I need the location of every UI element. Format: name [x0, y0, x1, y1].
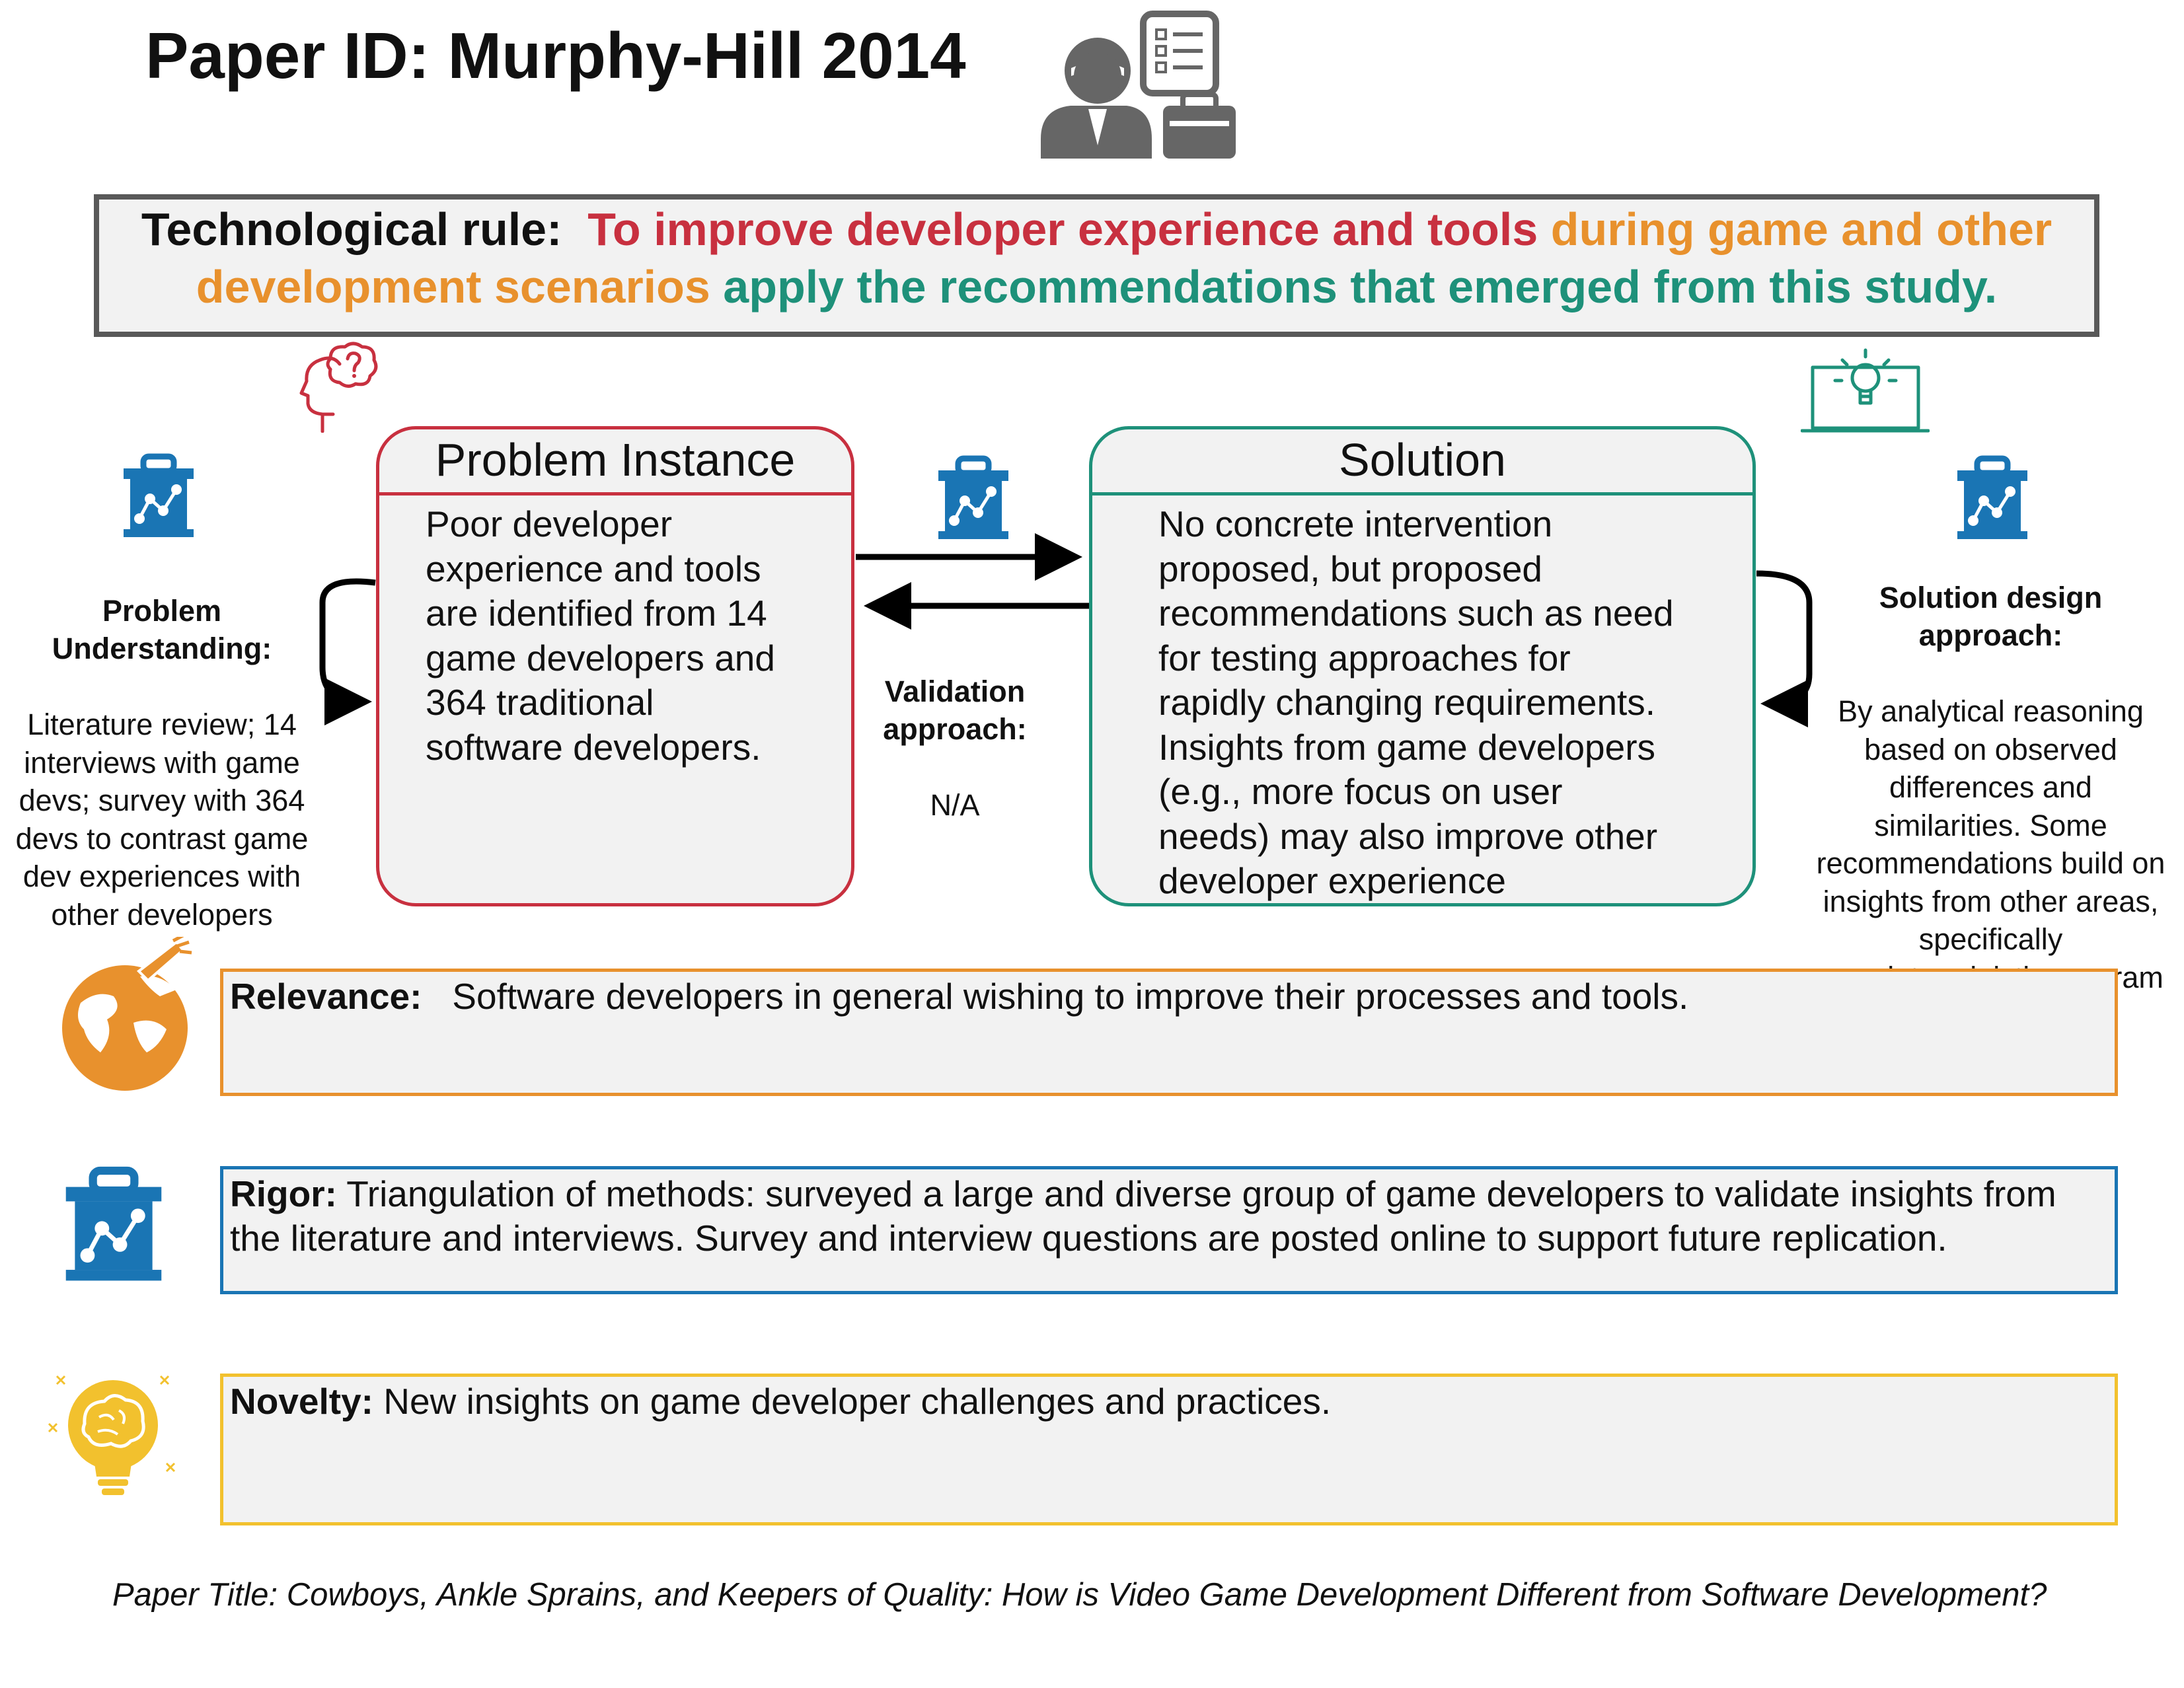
page-title: Paper ID: Murphy-Hill 2014 [145, 19, 966, 92]
paper-title: Paper Title: Cowboys, Ankle Sprains, and… [112, 1577, 2047, 1613]
problem-instance-box: Problem Instance Poor developer experien… [376, 426, 854, 906]
rigor-label: Rigor: [230, 1173, 337, 1214]
technological-rule-action: apply the recommendations that emerged f… [723, 261, 1998, 312]
globe-icon [62, 937, 192, 1091]
relevance-text: Software developers in general wishing t… [452, 976, 1689, 1017]
relevance-label: Relevance: [230, 976, 422, 1017]
problem-understanding: Problem Understanding: Literature review… [0, 554, 324, 934]
solution-loop-arrow [1756, 570, 1813, 727]
novelty-text: New insights on game developer challenge… [383, 1381, 1332, 1422]
relevance-box: Relevance: Software developers in genera… [220, 969, 2118, 1096]
validation-approach: Validation approach: N/A [862, 634, 1047, 825]
validation-label: Validation approach: [883, 674, 1027, 747]
toolbox-chart-icon [124, 453, 194, 537]
problem-understanding-label: Problem Understanding: [52, 593, 272, 666]
technological-rule-label: Technological rule: [141, 203, 562, 255]
technological-rule-box: Technological rule: To improve developer… [94, 194, 2099, 337]
solution-design-label: Solution design approach: [1879, 580, 2103, 653]
validation-text: N/A [930, 788, 980, 822]
brain-lightbulb-icon [48, 1375, 176, 1495]
toolbox-chart-icon [938, 455, 1008, 539]
rigor-text: Triangulation of methods: surveyed a lar… [230, 1173, 2056, 1259]
rigor-box: Rigor: Triangulation of methods: surveye… [220, 1166, 2118, 1294]
technological-rule-goal: To improve developer experience and tool… [587, 203, 1538, 255]
toolbox-chart-icon [1957, 455, 2027, 539]
person-checklist-icon [1041, 11, 1236, 159]
novelty-box: Novelty: New insights on game developer … [220, 1374, 2118, 1525]
solution-design-approach: Solution design approach: By analytical … [1797, 540, 2184, 1035]
solution-text: No concrete intervention proposed, but p… [1158, 503, 1674, 901]
head-question-icon [299, 342, 378, 433]
toolbox-chart-icon [65, 1166, 162, 1281]
novelty-label: Novelty: [230, 1381, 373, 1422]
laptop-lightbulb-icon [1801, 348, 1930, 433]
problem-loop-arrow [319, 578, 376, 725]
problem-understanding-text: Literature review; 14 interviews with ga… [15, 708, 309, 932]
technological-rule-context: during game and other development scenar… [196, 203, 2052, 312]
solution-header: Solution [1092, 429, 1752, 495]
solution-box: Solution No concrete intervention propos… [1089, 426, 1756, 906]
problem-instance-text: Poor developer experience and tools are … [426, 503, 775, 768]
problem-instance-header: Problem Instance [379, 429, 851, 495]
